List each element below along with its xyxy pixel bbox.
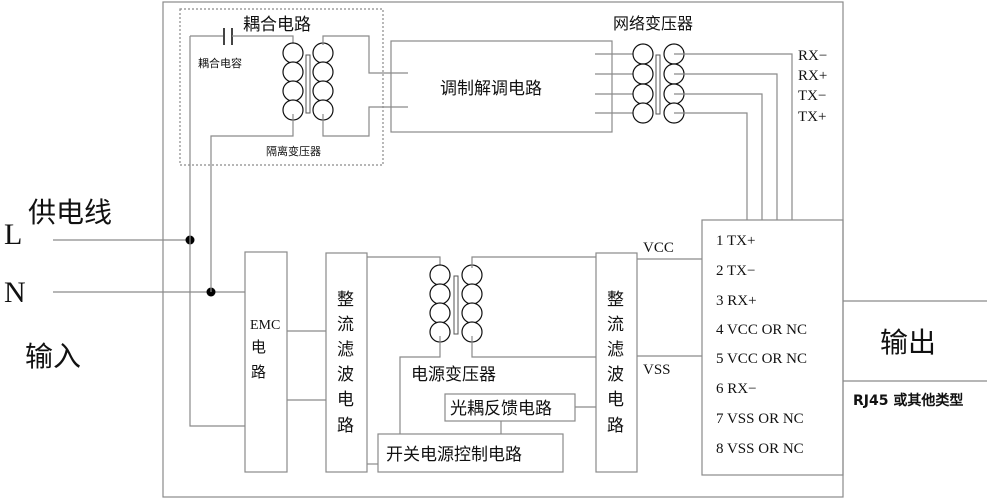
cap-wire-right	[232, 36, 293, 45]
rectifier1-label: 整	[337, 290, 354, 310]
rectifier1-label: 路	[337, 416, 354, 436]
pin-label: 6 RX−	[716, 381, 757, 397]
coupling-circuit-title: 耦合电路	[243, 15, 311, 35]
rectifier2-label: 流	[607, 315, 624, 335]
transformer-to-rectifier2-wire	[472, 257, 596, 268]
L-terminal-label: L	[4, 218, 22, 251]
emc-label: 路	[251, 363, 266, 381]
rectifier2-label: 滤	[607, 340, 624, 360]
pin-label: 5 VCC OR NC	[716, 351, 807, 367]
switch-power-control-label: 开关电源控制电路	[386, 445, 522, 465]
pin-label: 2 TX−	[716, 263, 755, 279]
transformer-to-switch-wire	[400, 336, 440, 434]
isolation-transformer-label: 隔离变压器	[266, 144, 321, 158]
N-terminal-label: N	[4, 276, 26, 309]
output-label: 输出	[880, 326, 936, 359]
rectifier2-label: 整	[607, 290, 624, 310]
network-transformer-title: 网络变压器	[613, 14, 693, 33]
power-transformer-icon	[430, 265, 482, 342]
rj45-connector-box	[702, 220, 843, 475]
rectifier-filter-circuit-1	[326, 253, 367, 472]
coupling-capacitor-label: 耦合电容	[198, 56, 242, 70]
signal-label: TX+	[798, 109, 826, 125]
rectifier-to-transformer-wire	[367, 257, 440, 268]
rectifier1-label: 流	[337, 315, 354, 335]
transformer-to-rectifier2-wire	[472, 336, 596, 357]
rectifier2-label: 波	[607, 365, 624, 385]
supply-line-label: 供电线	[28, 196, 112, 229]
rectifier1-label: 波	[337, 365, 354, 385]
input-label: 输入	[25, 340, 81, 373]
L-to-emc-wire	[190, 36, 245, 426]
optocoupler-feedback-label: 光耦反馈电路	[450, 399, 552, 419]
nt-to-rj45-wire	[674, 113, 747, 220]
connector-type-label: RJ45 或其他类型	[853, 392, 963, 409]
rectifier2-label: 电	[607, 390, 624, 410]
signal-label: RX+	[798, 68, 827, 84]
vcc-label: VCC	[643, 240, 674, 256]
power-transformer-label: 电源变压器	[411, 365, 496, 385]
rectifier-filter-circuit-2	[596, 253, 637, 472]
isolation-to-N-wire	[211, 114, 293, 292]
network-transformer-icon	[633, 44, 684, 123]
emc-label: 电	[251, 338, 266, 356]
pin-label: 4 VCC OR NC	[716, 322, 807, 338]
rectifier1-label: 电	[337, 390, 354, 410]
isolation-transformer-icon	[283, 43, 333, 120]
vss-label: VSS	[643, 362, 671, 378]
modem-circuit-label: 调制解调电路	[440, 79, 542, 99]
pin-label: 8 VSS OR NC	[716, 441, 804, 457]
emc-circuit-box	[245, 252, 287, 472]
rectifier1-label: 滤	[337, 340, 354, 360]
nt-to-rj45-wire	[674, 54, 792, 220]
signal-label: TX−	[798, 88, 826, 104]
pin-label: 7 VSS OR NC	[716, 411, 804, 427]
pin-label: 3 RX+	[716, 293, 757, 309]
signal-label: RX−	[798, 48, 827, 64]
pin-label: 1 TX+	[716, 233, 755, 249]
emc-label: EMC	[250, 318, 280, 333]
rectifier2-label: 路	[607, 416, 624, 436]
